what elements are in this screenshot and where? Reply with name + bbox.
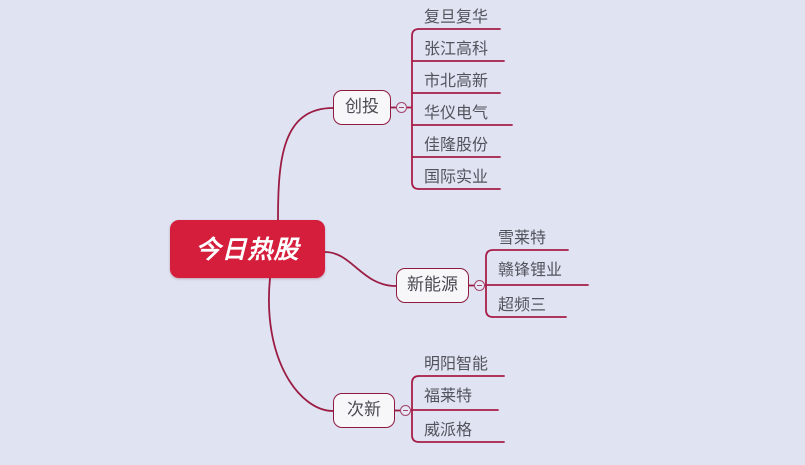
branch-node-label: 创投: [345, 97, 379, 117]
branch-node-xinnengyuan[interactable]: 新能源: [396, 268, 469, 303]
branch-node-cixin[interactable]: 次新: [333, 393, 395, 428]
leaf-node-chuangtou-4[interactable]: 佳隆股份: [424, 135, 489, 154]
branch-node-label: 次新: [347, 400, 381, 420]
leaf-node-cixin-1[interactable]: 福莱特: [424, 386, 473, 405]
leaf-node-xinnengyuan-1[interactable]: 赣锋锂业: [498, 260, 563, 279]
leaf-node-chuangtou-1[interactable]: 张江高科: [424, 39, 489, 58]
leaf-node-cixin-2[interactable]: 威派格: [424, 420, 473, 439]
leaf-node-xinnengyuan-0[interactable]: 雪莱特: [498, 228, 547, 247]
branch-node-chuangtou[interactable]: 创投: [333, 90, 391, 125]
branch-node-label: 新能源: [407, 275, 458, 295]
minus-circle-icon[interactable]: [474, 280, 485, 291]
leaf-node-chuangtou-0[interactable]: 复旦复华: [424, 7, 489, 26]
leaf-node-xinnengyuan-2[interactable]: 超频三: [498, 295, 547, 314]
leaf-node-chuangtou-2[interactable]: 市北高新: [424, 71, 489, 90]
leaf-node-chuangtou-5[interactable]: 国际实业: [424, 167, 489, 186]
root-node-label: 今日热股: [195, 234, 300, 264]
leaf-node-chuangtou-3[interactable]: 华仪电气: [424, 103, 489, 122]
minus-circle-icon[interactable]: [400, 405, 411, 416]
root-node-today-hot-stocks[interactable]: 今日热股: [170, 220, 325, 278]
minus-circle-icon[interactable]: [396, 102, 407, 113]
leaf-node-cixin-0[interactable]: 明阳智能: [424, 354, 489, 373]
